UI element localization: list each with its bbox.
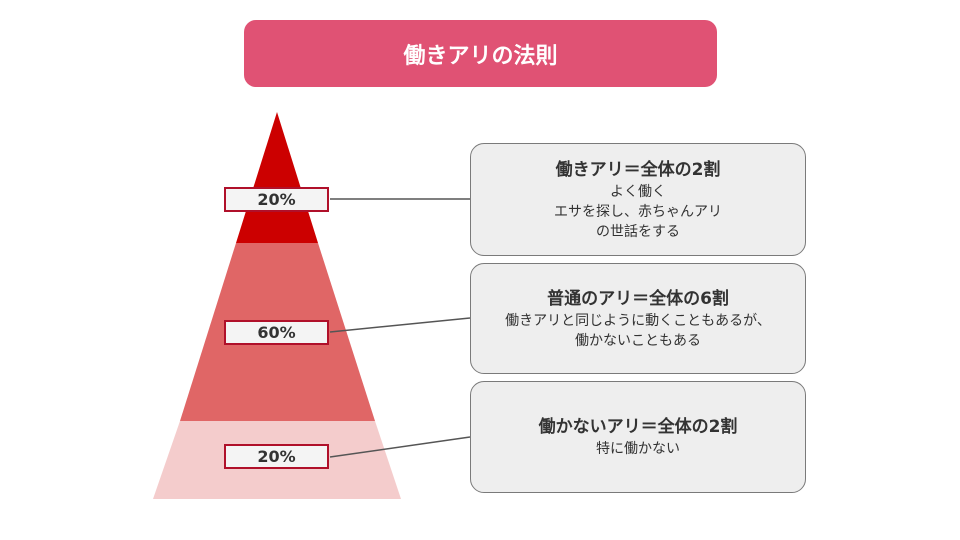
- info-line: 働かないこともある: [575, 332, 701, 349]
- info-line: よく働く: [610, 183, 666, 200]
- percent-label-text: 20%: [257, 447, 296, 466]
- info-line: 働きアリと同じように動くこともあるが、: [505, 312, 771, 329]
- info-line: の世話をする: [596, 223, 680, 240]
- percent-label-text: 60%: [257, 323, 296, 342]
- info-line: エサを探し、赤ちゃんアリ: [554, 203, 722, 220]
- percent-label-middle: 60%: [224, 320, 329, 345]
- percent-label-bottom: 20%: [224, 444, 329, 469]
- info-heading: 普通のアリ＝全体の6割: [547, 288, 729, 309]
- percent-label-top: 20%: [224, 187, 329, 212]
- percent-label-text: 20%: [257, 190, 296, 209]
- info-box-working-ants: 働きアリ＝全体の2割 よく働く エサを探し、赤ちゃんアリ の世話をする: [470, 143, 806, 256]
- slide-title-text: 働きアリの法則: [403, 43, 558, 69]
- connector-line-middle: [329, 317, 471, 333]
- pyramid-tier-top: [236, 112, 318, 243]
- info-box-lazy-ants: 働かないアリ＝全体の2割 特に働かない: [470, 381, 806, 493]
- info-heading: 働きアリ＝全体の2割: [555, 159, 721, 180]
- info-line: 特に働かない: [596, 441, 680, 457]
- info-box-normal-ants: 普通のアリ＝全体の6割 働きアリと同じように動くこともあるが、 働かないこともあ…: [470, 263, 806, 374]
- slide-title: 働きアリの法則: [244, 20, 717, 87]
- connector-line-bottom: [329, 436, 471, 458]
- info-heading: 働かないアリ＝全体の2割: [538, 417, 738, 437]
